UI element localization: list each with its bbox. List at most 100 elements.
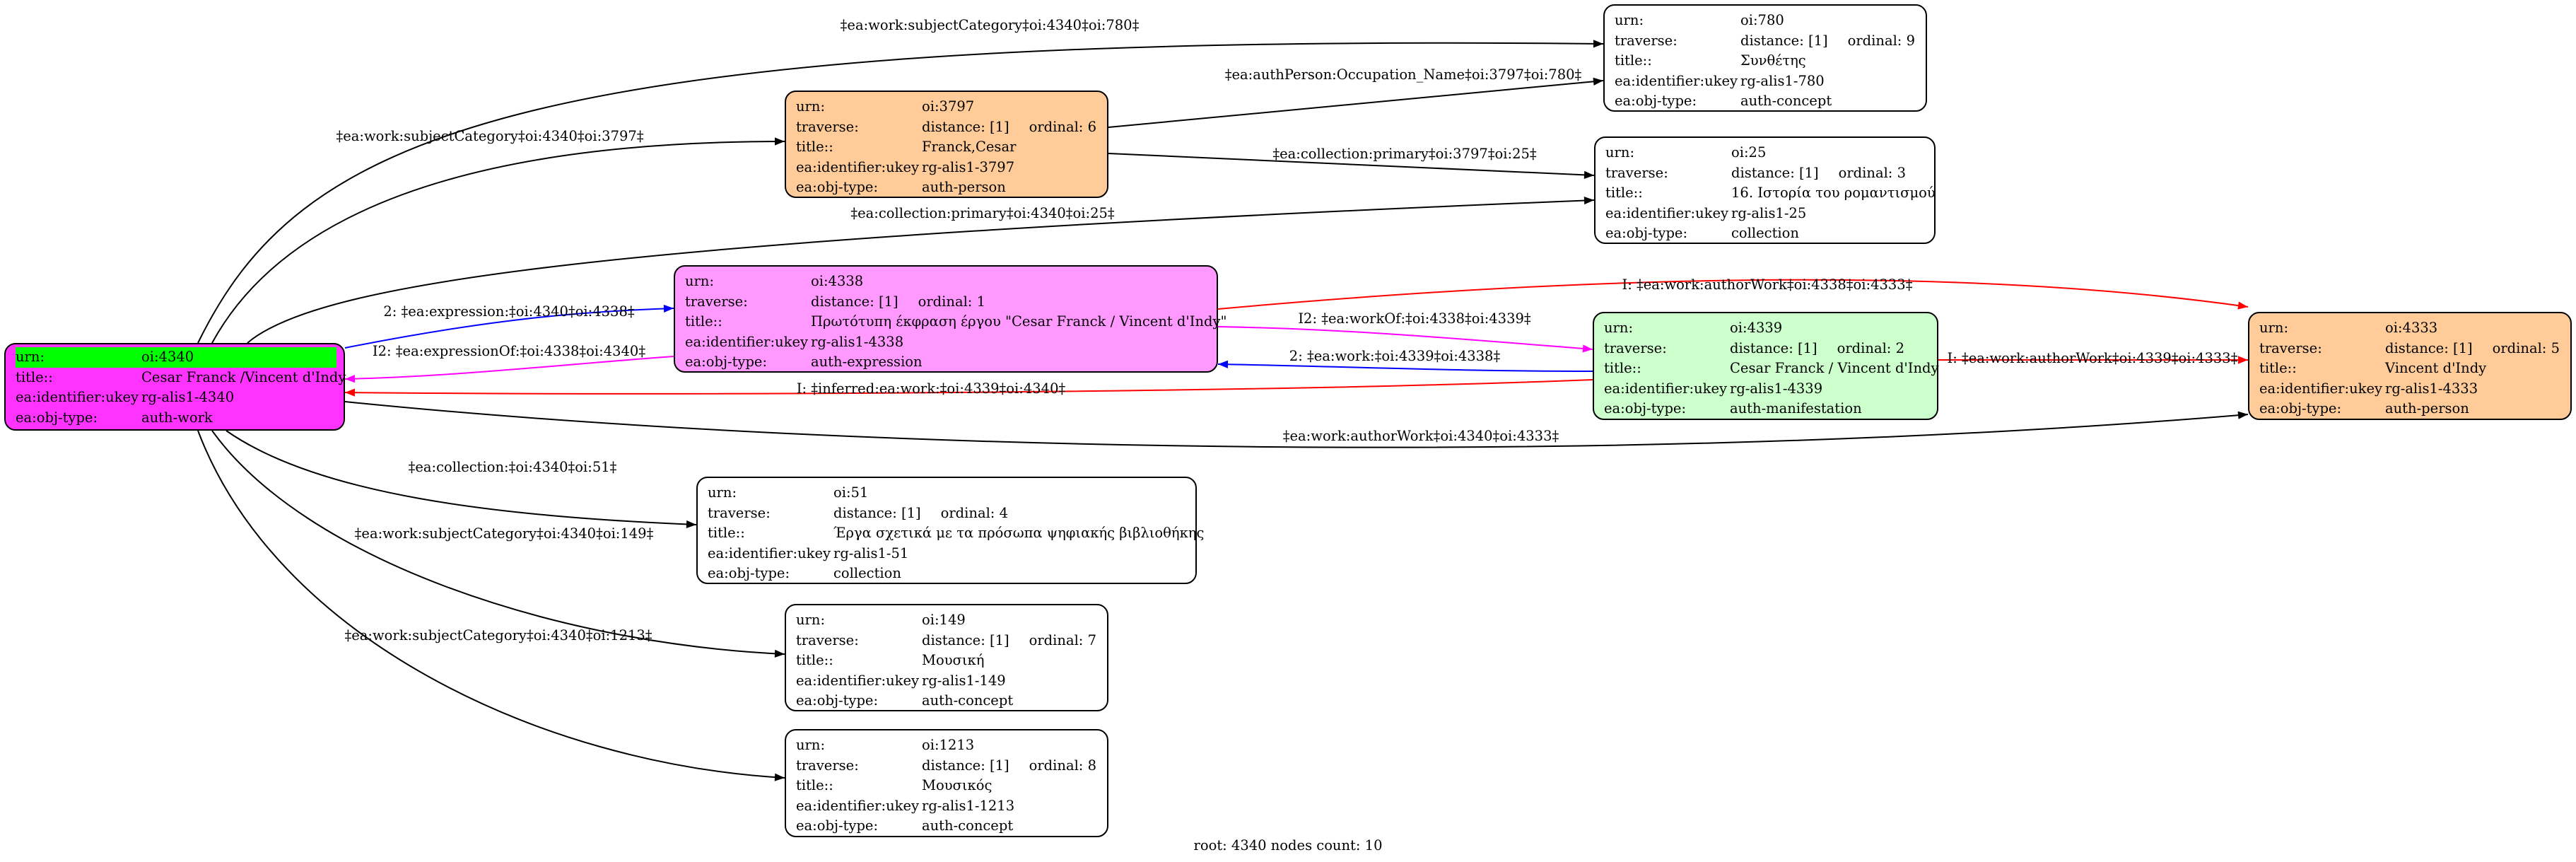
field-key: title:: [796, 652, 833, 669]
field-key: ea:identifier:ukey [1605, 204, 1728, 221]
field-key: urn: [796, 737, 826, 753]
field-key: title:: [1605, 185, 1643, 202]
node-field-title: title::Franck,Cesar [796, 137, 1100, 158]
edge-label: ‡ea:work:subjectCategory‡oi:4340‡oi:1213… [344, 627, 652, 643]
field-value: distance: [1]ordinal: 5 [2385, 339, 2560, 359]
field-value: auth-work [141, 408, 213, 429]
field-value: oi:25 [1731, 143, 1766, 163]
node-field-objtype: ea:obj-type:auth-concept [796, 691, 1100, 711]
edge-label: 2: ‡ea:expression:‡oi:4340‡oi:4338‡ [383, 303, 635, 320]
field-value: distance: [1]ordinal: 1 [811, 292, 985, 313]
node-field-title: title::Μουσικός [796, 776, 1100, 796]
field-value: distance: [1]ordinal: 6 [922, 117, 1096, 138]
field-value: rg-alis1-4340 [141, 388, 234, 408]
edge-label: I: ‡ea:work:authorWork‡oi:4339‡oi:4333‡ [1948, 350, 2238, 366]
node-field-objtype: ea:obj-type: auth-work [16, 408, 336, 429]
node-field-urn: urn:oi:4340 [16, 347, 336, 368]
field-value: rg-alis1-4339 [1730, 379, 1822, 400]
field-value-text: auth-manifestation [1730, 400, 1862, 417]
edge-4340-to-3797: ‡ea:work:subjectCategory‡oi:4340‡oi:3797… [211, 128, 785, 344]
node-field-urn: urn:oi:3797 [796, 97, 1100, 117]
field-value: oi:780 [1740, 11, 1784, 31]
node-field-title: title::Συνθέτης [1615, 51, 1919, 71]
field-value-text: distance: [1] [2385, 339, 2473, 356]
node-field-objtype: ea:obj-type:auth-expression [685, 352, 1210, 373]
edge-line [1108, 77, 1604, 128]
field-value: Συνθέτης [1740, 51, 1806, 71]
field-value-text: distance: [1] [922, 631, 1009, 648]
field-key: ea:identifier:ukey [796, 672, 919, 689]
edge-label: I: ‡inferred:ea:work:‡oi:4339‡oi:4340‡ [797, 380, 1066, 397]
node-field-objtype: ea:obj-type:auth-concept [1615, 91, 1919, 112]
field-key: urn: [685, 273, 715, 289]
field-key: ea:identifier:ukey [796, 797, 919, 814]
field-value-text: Franck,Cesar [922, 139, 1017, 156]
edge-4339-to-4340: I: ‡inferred:ea:work:‡oi:4339‡oi:4340‡ [344, 379, 1593, 397]
field-key: title:: [796, 139, 833, 156]
field-key: ea:obj-type: [796, 817, 879, 834]
field-key: ea:identifier:ukey [796, 158, 919, 175]
field-value: oi:4338 [811, 272, 863, 292]
edge-label: ‡ea:collection:‡oi:4340‡oi:51‡ [409, 459, 617, 475]
field-value: Έργα σχετικά με τα πρόσωπα ψηφιακής βιβλ… [833, 523, 1204, 544]
field-value: rg-alis1-25 [1731, 204, 1806, 224]
field-ordinal: ordinal: 4 [940, 504, 1008, 521]
field-value: auth-manifestation [1730, 399, 1862, 419]
field-key: title:: [16, 368, 53, 385]
field-value-text: oi:4340 [141, 349, 194, 365]
field-value: Cesar Franck / Vincent d'Indy [1730, 359, 1939, 379]
node-field-traverse: traverse:distance: [1]ordinal: 7 [796, 631, 1100, 651]
edge-line [344, 356, 674, 383]
field-ordinal: ordinal: 2 [1837, 339, 1904, 356]
edge-label: ‡ea:collection:primary‡oi:3797‡oi:25‡ [1272, 146, 1537, 162]
field-value-text: rg-alis1-780 [1740, 72, 1825, 89]
edge-line [1217, 360, 1593, 372]
field-key: traverse: [1605, 164, 1668, 181]
edge-3797-to-780: ‡ea:authPerson:Occupation_Name‡oi:3797‡o… [1108, 66, 1604, 128]
edge-label: 2: ‡ea:work:‡oi:4339‡oi:4338‡ [1289, 348, 1501, 364]
field-key: urn: [1615, 12, 1644, 28]
edge-4340-to-780: ‡ea:work:subjectCategory‡oi:4340‡oi:780‡ [197, 17, 1604, 344]
node-field-objtype: ea:obj-type:collection [708, 564, 1188, 584]
node-field-traverse: traverse:distance: [1]ordinal: 9 [1615, 31, 1919, 52]
field-value-text: oi:4339 [1730, 320, 1783, 336]
node-field-traverse: traverse:distance: [1]ordinal: 8 [796, 756, 1100, 776]
edge-3797-to-25: ‡ea:collection:primary‡oi:3797‡oi:25‡ [1108, 146, 1595, 179]
field-value: distance: [1]ordinal: 2 [1730, 339, 1904, 359]
field-key: ea:obj-type: [16, 409, 98, 426]
field-value: rg-alis1-4338 [811, 332, 903, 353]
edge-label: I: ‡ea:work:authorWork‡oi:4338‡oi:4333‡ [1622, 276, 1913, 293]
field-ordinal: ordinal: 3 [1838, 164, 1906, 181]
edge-4340-to-4338: 2: ‡ea:expression:‡oi:4340‡oi:4338‡ [344, 303, 674, 349]
field-key: ea:identifier:ukey [708, 544, 831, 561]
node-field-traverse: traverse:distance: [1]ordinal: 3 [1605, 163, 1927, 184]
field-value: oi:4339 [1730, 318, 1782, 339]
field-key: traverse: [2259, 339, 2322, 356]
field-value-text: Μουσικός [922, 777, 993, 794]
field-value: Μουσική [922, 651, 984, 671]
field-value: Πρωτότυπη έκφραση έργου "Cesar Franck / … [811, 312, 1227, 332]
field-value-text: distance: [1] [1740, 32, 1828, 49]
field-value-text: auth-person [922, 179, 1006, 196]
field-value-text: rg-alis1-4338 [811, 333, 904, 350]
node-field-title: title::Vincent d'Indy [2259, 359, 2563, 379]
edge-line [226, 430, 697, 529]
edge-label: ‡ea:work:subjectCategory‡oi:4340‡oi:780‡ [841, 17, 1140, 33]
edge-label: ‡ea:work:subjectCategory‡oi:4340‡oi:149‡ [355, 525, 654, 542]
node-field-urn: urn: oi:780 [1615, 11, 1919, 31]
